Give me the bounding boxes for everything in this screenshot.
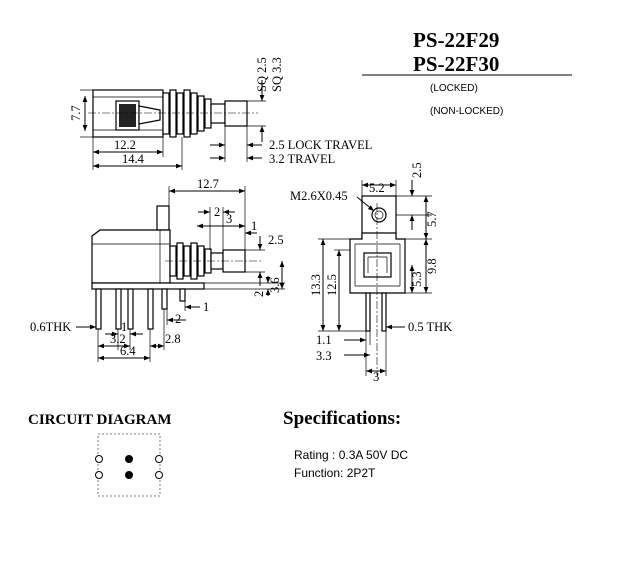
dim-end-5-7: 5.7 xyxy=(425,211,439,227)
dim-thread: M2.6X0.45 xyxy=(290,189,348,203)
end-view-drawing: M2.6X0.45 5.2 2.5 5.7 9.8 5.3 13.3 12.5 xyxy=(290,162,452,384)
dim-side-2-5: 2.5 xyxy=(268,233,284,247)
locked-note: (LOCKED) xyxy=(430,83,478,94)
terminal-open xyxy=(155,471,163,479)
circuit-diagram: CIRCUIT DIAGRAM xyxy=(28,412,171,497)
terminal-open xyxy=(155,455,163,463)
dim-end-3-3: 3.3 xyxy=(316,349,332,363)
dim-height-7-7: 7.7 xyxy=(69,105,83,121)
circuit-frame xyxy=(97,433,161,497)
dim-side-1-bot: 1 xyxy=(121,320,127,334)
dim-end-5-2: 5.2 xyxy=(369,181,385,195)
dim-side-3-6: 3.6 xyxy=(268,277,282,293)
terminal-open xyxy=(95,471,103,479)
dim-end-2-5: 2.5 xyxy=(410,162,424,178)
part-number-locked: PS-22F29 xyxy=(413,28,499,52)
dim-side-6-4: 6.4 xyxy=(120,344,136,358)
part-number-non-locked: PS-22F30 xyxy=(413,52,499,76)
terminal-closed xyxy=(125,471,133,479)
spec-title: Specifications: xyxy=(283,408,401,429)
dim-side-thk: 0.6THK xyxy=(30,320,71,334)
dim-lock-travel: 2.5 LOCK TRAVEL xyxy=(269,138,372,152)
dim-sq-3-3: SQ 3.3 xyxy=(270,57,284,92)
dim-end-13-3: 13.3 xyxy=(309,274,323,296)
dim-side-2-8: 2.8 xyxy=(165,332,181,346)
dim-end-5-3: 5.3 xyxy=(410,271,424,287)
terminal-open xyxy=(95,455,103,463)
spring-coils xyxy=(162,89,212,138)
side-pins xyxy=(95,288,186,330)
dim-side-1-mid: 1 xyxy=(203,300,209,314)
specifications: Specifications: Rating : 0.3A 50V DC Fun… xyxy=(283,408,408,480)
spec-rating: Rating : 0.3A 50V DC xyxy=(294,448,408,462)
dim-side-3: 3 xyxy=(226,212,232,226)
dim-12-2: 12.2 xyxy=(114,138,136,152)
dim-end-12-5: 12.5 xyxy=(325,274,339,296)
dim-side-1-top: 1 xyxy=(251,219,257,233)
dim-side-2-right: 2 xyxy=(252,291,266,297)
dim-travel: 3.2 TRAVEL xyxy=(269,152,335,166)
dim-end-1-1: 1.1 xyxy=(316,333,332,347)
dim-side-12-7: 12.7 xyxy=(197,177,219,191)
spec-function: Function: 2P2T xyxy=(294,466,376,480)
dim-side-2-mid: 2 xyxy=(175,312,181,326)
circuit-title: CIRCUIT DIAGRAM xyxy=(28,412,171,428)
dim-side-3-2: 3.2 xyxy=(110,332,126,346)
non-locked-note: (NON-LOCKED) xyxy=(430,106,503,117)
dim-side-2-top: 2 xyxy=(214,205,220,219)
dim-14-4: 14.4 xyxy=(122,152,145,166)
top-view-drawing: 7.7 SQ 2.5 SQ 3.3 12.2 14.4 2.5 LOCK TRA… xyxy=(69,57,372,170)
dim-sq-2-5: SQ 2.5 xyxy=(255,57,269,92)
side-view-drawing: 12.7 2 3 1 2.5 2 3.6 1 2 0.6THK xyxy=(30,177,285,362)
dim-end-9-8: 9.8 xyxy=(425,258,439,274)
dim-end-3: 3 xyxy=(373,370,379,384)
part-number-block: PS-22F29 PS-22F30 (LOCKED) (NON-LOCKED) xyxy=(362,28,572,117)
dim-end-thk: 0.5 THK xyxy=(408,320,452,334)
terminal-closed xyxy=(125,455,133,463)
